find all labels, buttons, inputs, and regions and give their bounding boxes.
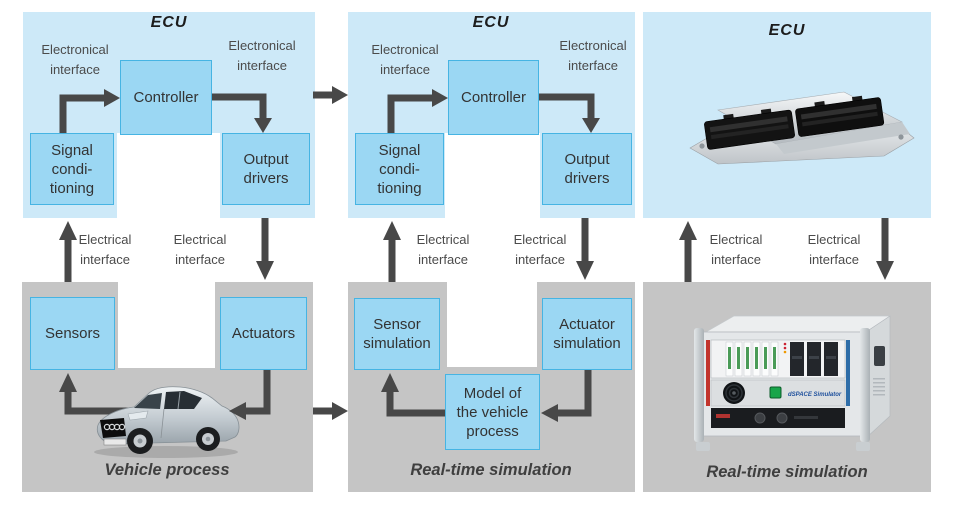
arrowhead bbox=[332, 86, 348, 104]
ecu-lid-edge bbox=[776, 122, 910, 154]
panel-notch bbox=[118, 282, 215, 368]
electrical-interface-label: Electrical interface bbox=[173, 232, 227, 267]
blue-rail bbox=[846, 340, 850, 406]
electrical-interface-label: Electrical interface bbox=[416, 232, 470, 267]
license-plate bbox=[103, 438, 127, 446]
simulator-foot bbox=[696, 442, 710, 451]
plugin-cards bbox=[725, 341, 779, 377]
ecu-title-right: ECU bbox=[768, 22, 806, 39]
simulator-post bbox=[694, 328, 704, 442]
ecu-title-middle: ECU bbox=[472, 14, 510, 31]
car-grille bbox=[100, 418, 126, 438]
ecu-screw bbox=[898, 134, 904, 140]
simulator-vents bbox=[873, 378, 885, 396]
sensor-simulation-box: Sensor simulation bbox=[354, 298, 440, 370]
sensors-box: Sensors bbox=[30, 297, 115, 370]
car-windshield bbox=[134, 393, 162, 409]
electronical-interface-label: Electronical interface bbox=[371, 42, 439, 77]
red-rail bbox=[706, 340, 710, 406]
simulator-post bbox=[860, 328, 870, 442]
panel-notch bbox=[445, 133, 540, 218]
car-hub bbox=[137, 438, 143, 444]
realtime-simulation-title: Real-time simulation bbox=[706, 463, 868, 481]
electrical-interface-label: Electrical interface bbox=[78, 232, 132, 267]
power-button bbox=[769, 386, 782, 399]
output-drivers-box: Output drivers bbox=[542, 133, 632, 205]
signal-conditioning-box: Signal condi- tioning bbox=[355, 133, 444, 205]
simulator-photo: dSPACE Simulator bbox=[694, 315, 892, 451]
vehicle-process-title: Vehicle process bbox=[104, 461, 230, 479]
arrowhead bbox=[256, 261, 274, 280]
car-shadow bbox=[94, 446, 238, 458]
car-hub bbox=[205, 436, 211, 442]
electrical-interface-label: Electrical interface bbox=[807, 232, 861, 267]
ecu-screw bbox=[699, 143, 705, 149]
output-drivers-box: Output drivers bbox=[222, 133, 310, 205]
signal-conditioning-box: Signal condi- tioning bbox=[30, 133, 114, 205]
fan-ring bbox=[728, 387, 740, 399]
fan-ring bbox=[725, 384, 743, 402]
electrical-interface-label: Electrical interface bbox=[513, 232, 567, 267]
vehicle-model-box: Model of the vehicle process bbox=[445, 374, 540, 450]
actuators-box: Actuators bbox=[220, 297, 307, 370]
io-modules bbox=[783, 342, 838, 376]
ecu-title-left: ECU bbox=[150, 14, 188, 31]
electronical-interface-label: Electronical interface bbox=[559, 38, 627, 73]
electrical-interface-label: Electrical interface bbox=[709, 232, 763, 267]
arrowhead bbox=[332, 402, 348, 420]
panel-notch bbox=[447, 282, 537, 367]
psu-knob bbox=[754, 412, 766, 424]
psu-knob bbox=[776, 412, 788, 424]
ecu-connectors bbox=[704, 95, 885, 150]
audi-rings-icon bbox=[103, 423, 126, 431]
car-photo bbox=[94, 386, 240, 458]
controller-box: Controller bbox=[448, 60, 539, 135]
electronical-interface-label: Electronical interface bbox=[228, 38, 296, 73]
controller-box: Controller bbox=[120, 60, 212, 135]
simulator-front-text: dSPACE Simulator bbox=[788, 392, 842, 398]
panel-notch bbox=[117, 133, 220, 218]
simulator-foot bbox=[856, 442, 870, 451]
realtime-simulation-title: Real-time simulation bbox=[410, 461, 572, 479]
psu-slot bbox=[794, 416, 818, 419]
simulator-handle bbox=[874, 346, 885, 366]
actuator-simulation-box: Actuator simulation bbox=[542, 298, 632, 370]
fan-hub bbox=[732, 391, 736, 395]
psu-label bbox=[716, 414, 730, 418]
ecu-photo bbox=[689, 91, 915, 165]
electronical-interface-label: Electronical interface bbox=[41, 42, 109, 77]
